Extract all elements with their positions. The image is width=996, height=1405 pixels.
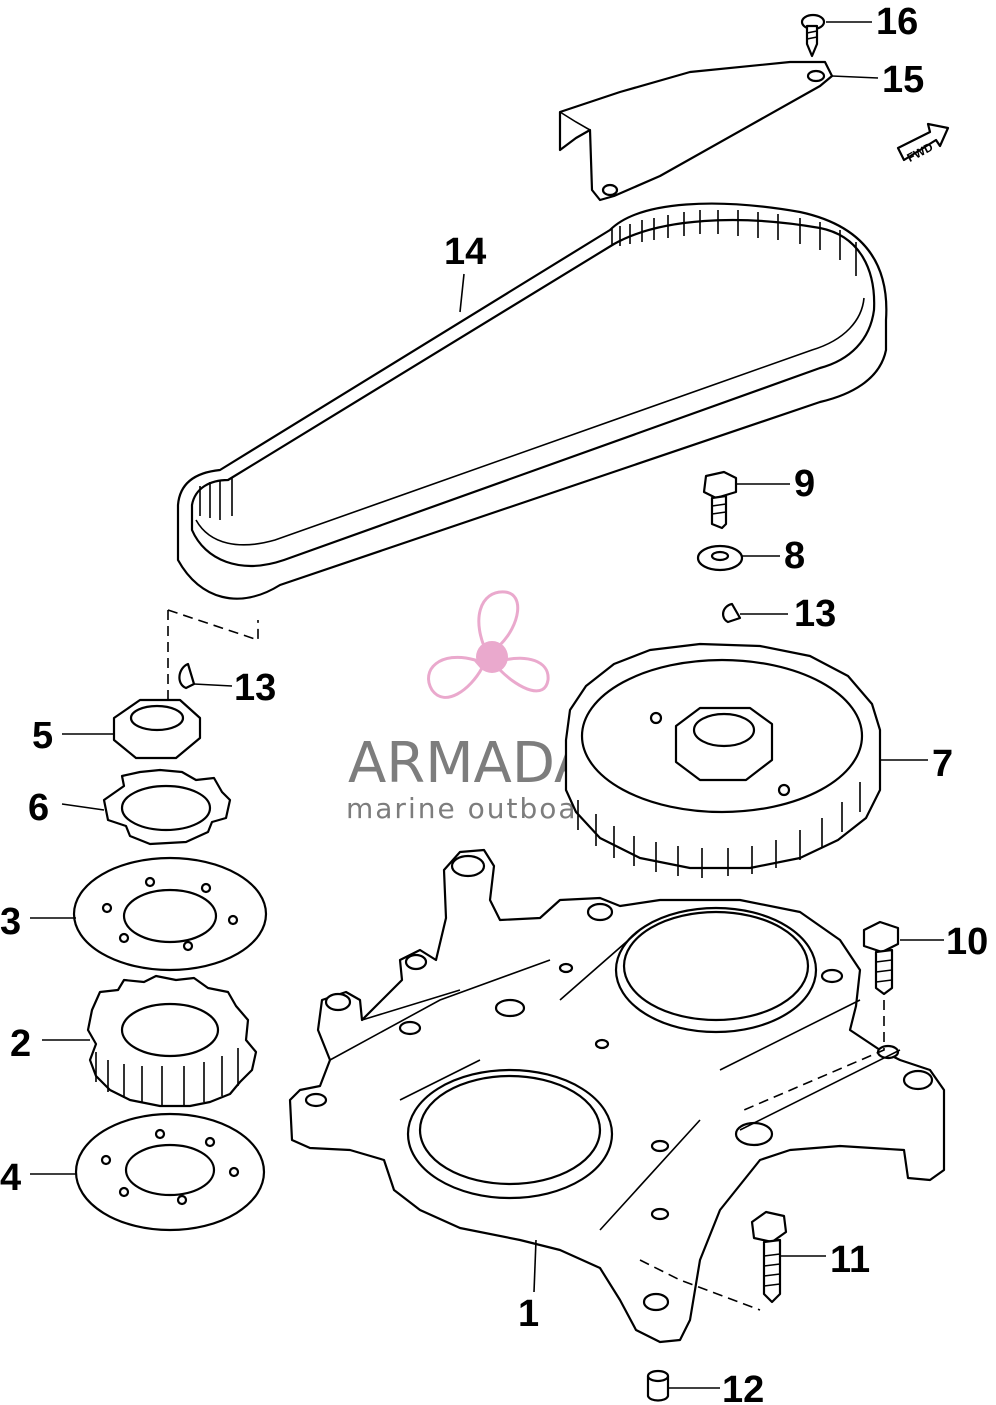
bracket-15 [558, 60, 834, 202]
timing-belt-14 [176, 202, 888, 600]
drive-pulley-2 [86, 974, 258, 1108]
bolt-9 [702, 470, 738, 530]
fwd-arrow-icon: FWD [896, 122, 950, 165]
callout-9: 9 [794, 463, 815, 505]
lock-washer-6 [102, 768, 232, 846]
callout-13-right: 13 [794, 593, 836, 635]
callout-16: 16 [876, 1, 918, 43]
dowel-pin-12 [646, 1369, 670, 1402]
bolt-11 [750, 1210, 788, 1304]
watermark-brand: ARMADA [348, 731, 592, 796]
driven-pulley-7 [564, 642, 882, 878]
callout-4: 4 [0, 1157, 21, 1199]
callout-12: 12 [722, 1369, 764, 1405]
bolt-10 [862, 920, 900, 996]
callout-14: 14 [444, 231, 486, 273]
screw-16 [800, 13, 826, 58]
callout-5: 5 [32, 715, 53, 757]
guide-plate-4 [74, 1112, 266, 1232]
callout-1: 1 [518, 1293, 539, 1335]
guide-plate-3 [72, 856, 268, 972]
key-13-left [178, 662, 196, 690]
key-13-right [722, 602, 742, 624]
callout-11: 11 [830, 1239, 870, 1281]
nut-5 [112, 698, 202, 760]
callout-2: 2 [10, 1023, 31, 1065]
leader-lines [30, 21, 944, 1389]
callout-15: 15 [882, 59, 924, 101]
callout-3: 3 [0, 901, 21, 943]
pulley-bracket-1 [288, 848, 946, 1344]
propeller-icon [427, 590, 550, 699]
callout-6: 6 [28, 787, 49, 829]
callout-7: 7 [932, 743, 953, 785]
washer-8 [696, 544, 744, 572]
callout-8: 8 [784, 535, 805, 577]
callout-10: 10 [946, 921, 988, 963]
callout-13-left: 13 [234, 667, 276, 709]
